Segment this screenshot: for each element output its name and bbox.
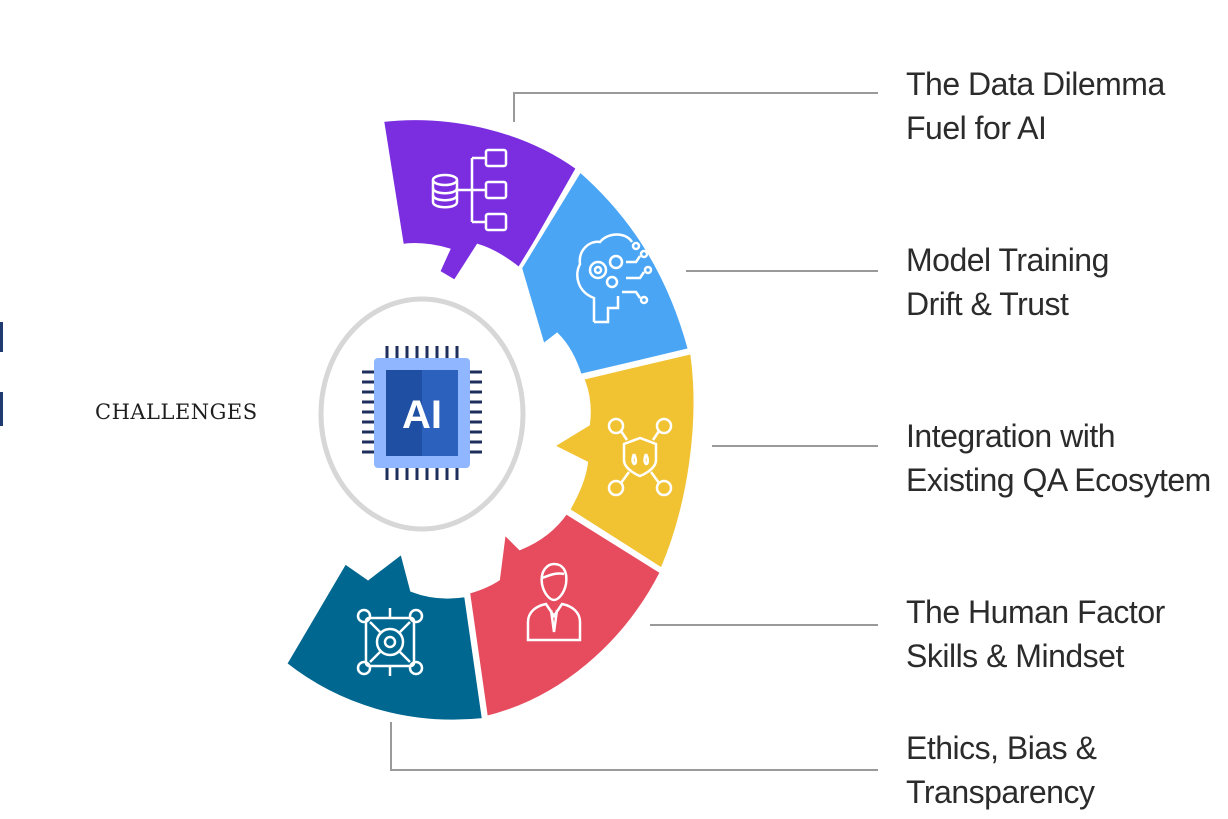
ai-chip-icon: AI	[362, 346, 482, 480]
challenge-label-human-factor: The Human Factor Skills & Mindset	[906, 590, 1165, 678]
brain-gears-icon	[576, 233, 653, 324]
challenge-title: Model Training	[906, 242, 1109, 278]
segment-human-factor	[465, 509, 665, 721]
cropped-edge-mark	[0, 322, 3, 426]
challenge-subtitle: Skills & Mindset	[906, 638, 1124, 674]
leader-line-ethics	[390, 722, 878, 771]
challenge-subtitle: Transparency	[906, 774, 1095, 810]
database-hierarchy-icon	[431, 148, 508, 232]
chip-text: AI	[402, 393, 442, 437]
network-vault-icon	[356, 608, 424, 676]
leader-line-data-dilemma	[513, 92, 878, 122]
challenge-label-integration: Integration with Existing QA Ecosytem	[906, 414, 1211, 502]
segment-data-dilemma	[379, 116, 581, 285]
challenge-label-model-training: Model Training Drift & Trust	[906, 238, 1109, 326]
challenge-title: Ethics, Bias &	[906, 730, 1097, 766]
challenge-subtitle: Drift & Trust	[906, 286, 1069, 322]
challenge-label-ethics: Ethics, Bias & Transparency	[906, 726, 1097, 814]
challenge-subtitle: Existing QA Ecosytem	[906, 462, 1211, 498]
challenge-subtitle: Fuel for AI	[906, 110, 1047, 146]
challenges-label: CHALLENGES	[95, 400, 258, 424]
challenge-title: The Human Factor	[906, 594, 1165, 630]
challenge-label-data-dilemma: The Data Dilemma Fuel for AI	[906, 62, 1165, 150]
challenge-title: The Data Dilemma	[906, 66, 1165, 102]
shield-network-icon	[607, 417, 673, 497]
segment-ethics	[282, 548, 487, 724]
person-icon	[526, 562, 582, 642]
challenge-title: Integration with	[906, 418, 1116, 454]
